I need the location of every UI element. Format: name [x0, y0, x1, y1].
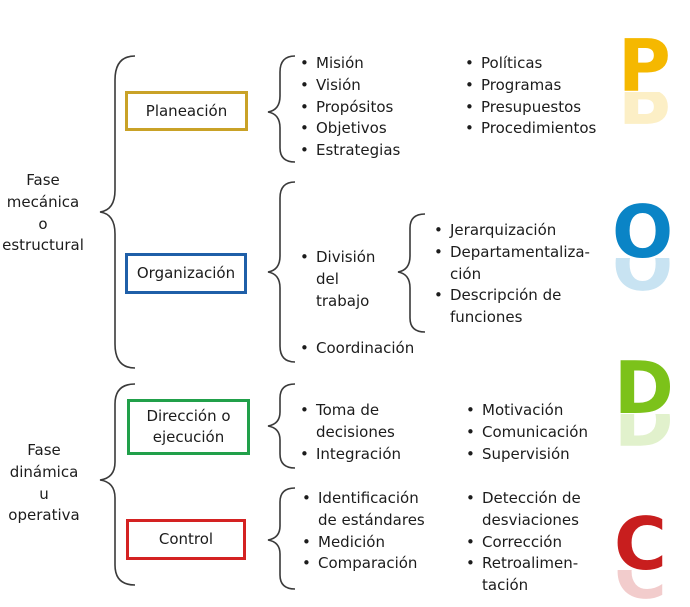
- list-item: Descripción de funciones: [432, 285, 590, 329]
- list-item: Procedimientos: [463, 118, 596, 140]
- letter-c-logo: C: [614, 502, 667, 586]
- letter-o-logo: O: [612, 190, 674, 274]
- list-item: Estrategias: [298, 140, 400, 162]
- brace-organization: [267, 181, 296, 363]
- list-item: Retroalimen- tación: [464, 553, 581, 597]
- brace-dynamic: [99, 383, 136, 586]
- list-item-line: Descripción de: [450, 286, 562, 305]
- letter-d-logo: D: [614, 346, 674, 430]
- list-item: Supervisión: [464, 444, 588, 466]
- planning-list-2: Políticas Programas Presupuestos Procedi…: [463, 53, 596, 140]
- list-item: Jerarquización: [432, 220, 590, 242]
- list-item-line: Integración: [316, 444, 402, 463]
- stage-direction-label: Dirección o: [146, 407, 231, 425]
- letter-d-reflection: D: [614, 414, 674, 454]
- control-list-2: Detección de desviaciones Corrección Ret…: [464, 488, 581, 597]
- stage-planning-box: Planeación: [125, 91, 248, 131]
- phase-mechanical-line: Fase: [26, 171, 60, 189]
- list-item-line: Corrección: [482, 532, 562, 551]
- list-item-line: decisiones: [316, 422, 395, 441]
- brace-control: [267, 487, 296, 590]
- list-item: Identificación de estándares: [300, 488, 425, 532]
- stage-control-box: Control: [126, 519, 246, 560]
- brace-planning: [267, 55, 296, 163]
- list-item-line: Detección de: [482, 489, 581, 507]
- letter-c-reflection: C: [614, 570, 667, 606]
- direction-list-1: Toma de decisiones Integración: [298, 400, 401, 465]
- list-item-line: de estándares: [318, 510, 425, 529]
- letter-p-logo: P: [618, 24, 671, 108]
- list-item-line: del: [316, 269, 339, 288]
- list-item-line: ción: [450, 264, 482, 283]
- list-item-line: trabajo: [316, 291, 370, 310]
- list-item: Motivación: [464, 400, 588, 422]
- list-item: Departamentaliza- ción: [432, 242, 590, 286]
- list-item-line: Comparación: [318, 554, 418, 573]
- control-list-1: Identificación de estándares Medición Co…: [300, 488, 425, 575]
- letter-p-reflection: P: [618, 92, 671, 132]
- phase-mechanical-line: estructural: [2, 236, 84, 255]
- phase-dynamic-line: Fase: [27, 441, 61, 459]
- stage-direction-label: ejecución: [152, 428, 225, 446]
- list-item-line: División: [316, 248, 376, 266]
- list-item-line: Jerarquización: [450, 221, 557, 239]
- list-item: División del trabajo: [298, 247, 375, 312]
- list-item: Medición: [300, 532, 425, 554]
- stage-planning-label: Planeación: [145, 101, 228, 120]
- list-item: Corrección: [464, 532, 581, 554]
- phase-mechanical-line: o: [38, 214, 48, 233]
- phase-dynamic-line: operativa: [8, 506, 80, 525]
- organization-division-list: División del trabajo: [298, 247, 375, 312]
- stage-control-label: Control: [158, 530, 214, 548]
- list-item: Visión: [298, 75, 400, 97]
- stage-direction-box: Dirección o ejecución: [127, 399, 250, 455]
- list-item-line: Retroalimen-: [482, 554, 579, 573]
- list-item-line: Identificación: [318, 489, 419, 507]
- list-item: Detección de desviaciones: [464, 488, 581, 532]
- phase-dynamic-line: dinámica: [9, 462, 79, 481]
- list-item: Coordinación: [298, 338, 414, 360]
- list-item: Misión: [298, 53, 400, 75]
- list-item-line: Departamentaliza-: [450, 242, 590, 261]
- list-item: Comparación: [300, 553, 425, 575]
- phase-mechanical-label: Fase mecánica o estructural: [0, 170, 86, 257]
- list-item: Propósitos: [298, 97, 400, 119]
- stage-organization-label: Organización: [136, 264, 236, 282]
- list-item-line: tación: [482, 576, 529, 595]
- list-item-line: funciones: [450, 308, 523, 327]
- direction-list-2: Motivación Comunicación Supervisión: [464, 400, 588, 465]
- list-item-line: desviaciones: [482, 510, 579, 529]
- list-item: Programas: [463, 75, 596, 97]
- list-item: Políticas: [463, 53, 596, 75]
- list-item: Objetivos: [298, 118, 400, 140]
- list-item: Comunicación: [464, 422, 588, 444]
- list-item: Presupuestos: [463, 97, 596, 119]
- phase-mechanical-line: mecánica: [6, 192, 80, 211]
- organization-coordination-list: Coordinación: [298, 338, 414, 360]
- phase-dynamic-line: u: [39, 484, 49, 503]
- list-item: Toma de decisiones: [298, 400, 401, 444]
- phase-dynamic-label: Fase dinámica u operativa: [0, 440, 88, 527]
- planning-list-1: Misión Visión Propósitos Objetivos Estra…: [298, 53, 400, 162]
- organization-sub-list: Jerarquización Departamentaliza- ción De…: [432, 220, 590, 329]
- list-item: Integración: [298, 444, 401, 466]
- list-item-line: Medición: [318, 532, 385, 551]
- brace-direction: [267, 383, 296, 469]
- brace-division: [397, 213, 426, 333]
- brace-mechanical: [99, 55, 136, 369]
- list-item-line: Toma de: [316, 401, 380, 419]
- letter-o-reflection: O: [612, 258, 673, 298]
- stage-organization-box: Organización: [125, 253, 247, 294]
